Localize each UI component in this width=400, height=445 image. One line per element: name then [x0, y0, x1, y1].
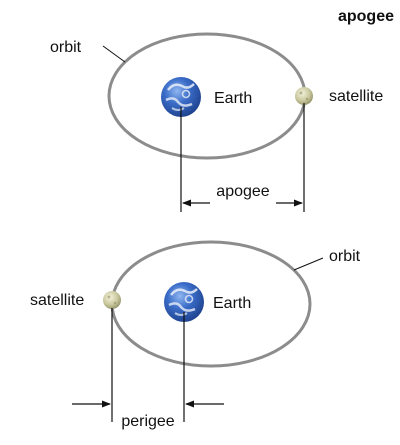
- apogee-satellite-label: satellite: [329, 88, 383, 105]
- perigee-earth-icon: [164, 282, 204, 322]
- perigee-orbit-leader: [293, 257, 324, 271]
- apogee-earth-icon: [161, 77, 201, 117]
- apogee-arrowhead-left: [182, 199, 191, 207]
- apogee-satellite-icon: [295, 87, 313, 105]
- perigee-satellite-label: satellite: [30, 292, 84, 309]
- apogee-arrowhead-right: [294, 199, 303, 207]
- perigee-satellite-icon: [103, 291, 121, 309]
- perigee-arrowhead-left: [102, 400, 111, 408]
- apogee-orbit-label: orbit: [50, 39, 82, 56]
- diagram-title: apogee: [338, 8, 394, 25]
- apogee-earth-label: Earth: [214, 90, 252, 107]
- apogee-orbit: [107, 32, 307, 160]
- apogee-orbit-leader: [102, 45, 126, 63]
- apogee-distance-label: apogee: [216, 183, 269, 200]
- perigee-panel: orbit Earth satellite perigee: [30, 240, 361, 430]
- perigee-arrowhead-right: [185, 400, 194, 408]
- apogee-panel: orbit Earth satellite apogee: [50, 32, 383, 212]
- perigee-distance-label: perigee: [121, 413, 174, 430]
- perigee-orbit: [110, 240, 312, 368]
- perigee-earth-label: Earth: [213, 295, 251, 312]
- perigee-orbit-label: orbit: [329, 248, 361, 265]
